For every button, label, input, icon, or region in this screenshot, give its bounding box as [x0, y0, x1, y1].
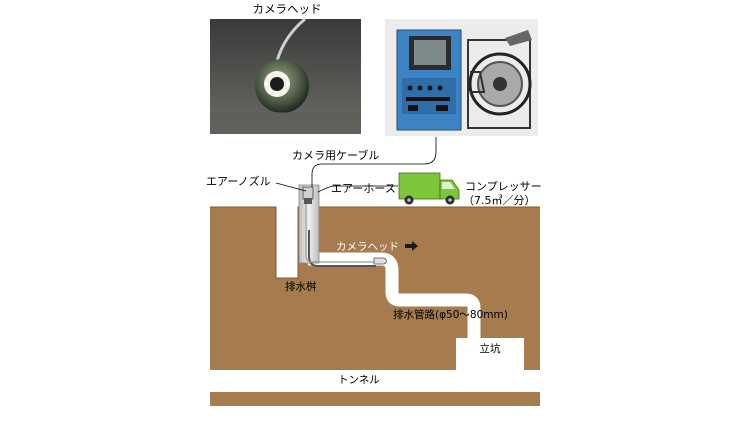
truck-cargo [399, 173, 440, 199]
label-tunnel: トンネル [338, 374, 380, 386]
monitor-reel-photo [385, 19, 538, 136]
compressor-truck [399, 173, 459, 205]
reel-hub [493, 77, 507, 91]
soil-bottom [210, 392, 540, 406]
label-air-nozzle: エアーノズル [206, 174, 271, 188]
label-compressor: コンプレッサー [465, 180, 542, 193]
label-shaft: 立坑 [480, 342, 501, 355]
camera-head-photo [210, 19, 361, 134]
label-camera-head-pipe: カメラヘッド [336, 241, 399, 253]
label-drain-pipe: 排水管路(φ50～80mm) [393, 308, 508, 321]
truck-wheel-rear-hub [407, 198, 411, 202]
monitor-screen [414, 40, 446, 65]
photo-floor [210, 112, 361, 134]
label-compressor-capacity: （7.5㎥／分） [463, 194, 536, 207]
truck-wheel-front-hub [448, 198, 452, 202]
camera-lens [270, 77, 284, 91]
label-camera-head-photo: カメラヘッド [253, 2, 322, 16]
camera-head-body [374, 258, 387, 264]
shaft-bottom [456, 370, 524, 392]
air-nozzle-valve [304, 198, 312, 204]
label-catch-basin: 排水桝 [285, 280, 317, 293]
air-nozzle-body [303, 187, 313, 199]
label-air-hose: エアーホース [331, 182, 396, 195]
label-camera-cable: カメラ用ケーブル [292, 148, 379, 162]
